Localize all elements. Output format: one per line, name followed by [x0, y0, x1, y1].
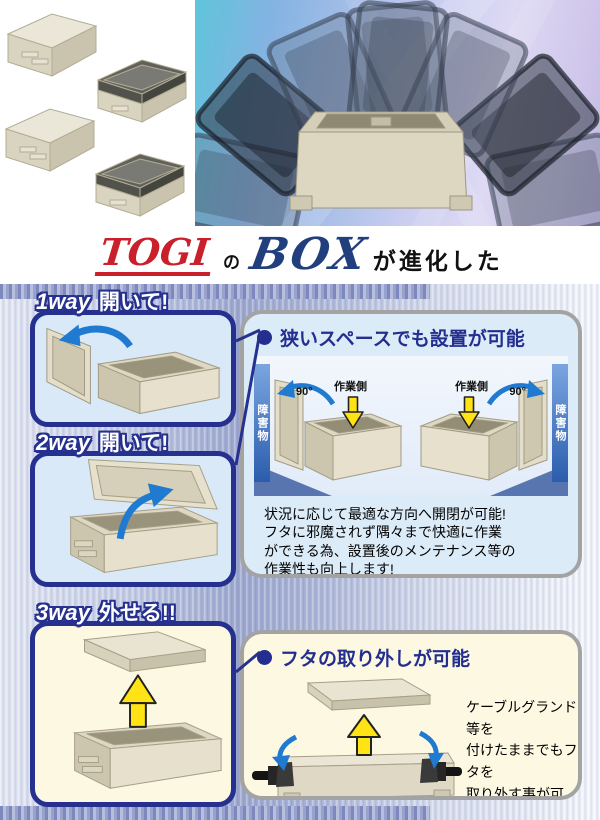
angle-label-left: 90° [296, 386, 313, 398]
smoke-box-photo [96, 59, 188, 123]
diagram-box-left [267, 378, 407, 488]
feature-action-text: 開いて! [98, 432, 169, 455]
body-line: 付けたままでもフタを [466, 742, 578, 781]
product-boxes-illustration [4, 13, 188, 217]
feature-action-text: 外せる!! [98, 602, 176, 625]
feature-way-text: 3way [36, 600, 90, 625]
body-line: 状況に応じて最適な方向へ開閉が可能! [264, 506, 506, 522]
installation-diagram: 障害物 障害物 [254, 356, 568, 496]
cable-gland-box-illustration [252, 678, 462, 796]
cable-gland-left [252, 762, 294, 787]
bullet-icon [257, 650, 272, 665]
stripe-band-top [0, 284, 430, 299]
callout-removal-title: フタの取り外しが可能 [280, 649, 471, 670]
lift-up-arrow [347, 714, 381, 756]
brand-tagline: が進化した [372, 248, 503, 274]
obstacle-wall-right: 障害物 [552, 364, 568, 482]
feature-way-text: 1way [36, 289, 90, 314]
togi-logo: TOGI [95, 230, 215, 276]
brand-line: TOGI の BOX が進化した [0, 226, 600, 284]
panel-1way-photo [30, 310, 236, 427]
open-top-lid-illustration [68, 459, 220, 574]
body-line: 作業性も向上します! [264, 561, 394, 578]
callout-title-row: フタの取り外しが可能 [257, 644, 570, 671]
hero-open-box-illustration [195, 0, 600, 232]
callout-lid-removal: フタの取り外しが可能 [240, 630, 582, 800]
feature-label-2way: 2way 開いて! [36, 427, 168, 457]
open-box-body [289, 111, 473, 211]
cable-gland-right [420, 758, 462, 783]
callout-removal-content: ケーブルグランド等を 付けたままでもフタを 取り外す事が可能! [244, 673, 578, 800]
feature-action-text: 開いて! [98, 291, 169, 314]
work-side-arrow-left [342, 396, 364, 429]
open-side-lid-illustration [46, 323, 222, 414]
body-line: フタに邪魔されず隅々まで快適に作業 [264, 524, 502, 541]
diagram-box-right [415, 378, 555, 488]
brand-product-box: BOX [246, 229, 372, 280]
box-lid-against-wall-illustration [419, 379, 548, 481]
brand-particle: の [222, 252, 240, 272]
smoke-box-photo [94, 153, 186, 217]
callout-space-body: 状況に応じて最適な方向へ開閉が可能! フタに邪魔されず隅々まで快適に作業 ができ… [244, 496, 578, 578]
hero-photo [195, 0, 600, 232]
feature-label-3way: 3way 外せる!! [36, 597, 176, 627]
feature-label-1way: 1way 開いて! [36, 286, 168, 316]
open-direction-arrow [73, 325, 133, 348]
callout-removal-body: ケーブルグランド等を 付けたままでもフタを 取り外す事が可能! [466, 697, 578, 800]
bullet-icon [257, 330, 272, 345]
callout-narrow-space: 狭いスペースでも設置が可能 障害物 障害物 [240, 310, 582, 578]
beige-box-photo [4, 108, 96, 172]
stripe-band-bottom [0, 806, 430, 820]
panel-2way-photo [30, 451, 236, 587]
box-lid-against-wall-illustration [274, 379, 403, 481]
removable-lid-illustration [72, 631, 224, 790]
work-side-label-right: 作業側 [455, 381, 488, 393]
work-side-arrow-right [458, 396, 480, 429]
angle-label-right: 90° [509, 386, 526, 398]
open-direction-arrow [116, 491, 155, 540]
panel-3way-photo [30, 621, 236, 807]
beige-box-photo [6, 13, 98, 77]
product-grid-photo [0, 0, 195, 232]
obstacle-wall-left: 障害物 [254, 364, 270, 482]
lift-up-arrow [119, 674, 157, 728]
body-line: 取り外す事が可能! [466, 785, 564, 800]
callout-title-row: 狭いスペースでも設置が可能 [257, 324, 570, 351]
feature-way-text: 2way [36, 430, 90, 455]
body-line: ができる為、設置後のメンテナンス等の [264, 542, 516, 559]
callout-space-title: 狭いスペースでも設置が可能 [280, 329, 525, 350]
work-side-label-left: 作業側 [334, 381, 367, 393]
body-line: ケーブルグランド等を [466, 699, 578, 737]
